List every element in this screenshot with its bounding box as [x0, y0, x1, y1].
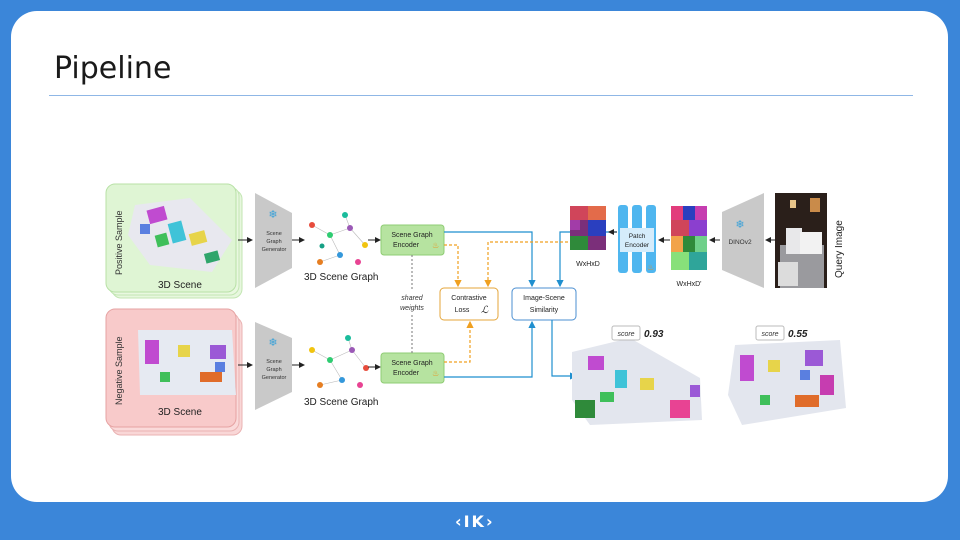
svg-text:Encoder: Encoder — [393, 370, 420, 377]
slide-title: Pipeline — [54, 51, 172, 86]
svg-text:♨: ♨ — [647, 263, 654, 272]
svg-text:Encoder: Encoder — [393, 242, 420, 249]
svg-text:Encoder: Encoder — [625, 242, 650, 249]
svg-text:Contrastive: Contrastive — [451, 295, 487, 302]
svg-text:score: score — [617, 331, 634, 338]
svg-text:Similarity: Similarity — [530, 307, 559, 314]
title-divider — [49, 95, 913, 96]
dinov2-block: ❄ DINOv2 — [722, 193, 764, 288]
positive-scene-render — [128, 198, 232, 272]
encoder-negative: Scene Graph Encoder ♨ — [380, 352, 445, 384]
svg-text:Loss: Loss — [455, 307, 470, 314]
positive-sample-label: Positive Sample — [114, 210, 124, 275]
generator-negative: ❄ Scene Graph Generator — [255, 322, 292, 410]
arrow-pos-encoder-loss — [444, 244, 462, 288]
shared-weights-bg — [392, 290, 432, 314]
svg-text:♨: ♨ — [432, 241, 439, 250]
shared-weights-label-2: weights — [400, 305, 424, 312]
output-scene-1 — [572, 338, 702, 425]
svg-text:Image-Scene: Image-Scene — [523, 295, 565, 302]
svg-text:❄: ❄ — [268, 209, 277, 221]
dims-label-1: WxHxD — [576, 261, 600, 268]
arrow-feature-loss — [484, 241, 568, 288]
encoder-positive: Scene Graph Encoder ♨ — [380, 224, 445, 256]
contrastive-loss-box: Contrastive Loss ℒ — [439, 287, 499, 321]
svg-text:Scene: Scene — [266, 231, 282, 237]
arrow-pos-encoder-similarity — [444, 231, 536, 288]
scene-graph-positive — [309, 212, 368, 265]
graph-label-negative: 3D Scene Graph — [304, 397, 379, 408]
svg-text:Scene Graph: Scene Graph — [391, 360, 432, 367]
query-image — [775, 193, 827, 288]
generator-positive: ❄ Scene Graph Generator — [255, 193, 292, 288]
svg-text:score: score — [761, 331, 778, 338]
positive-scene-label: 3D Scene — [158, 280, 202, 291]
negative-scene-render — [138, 330, 236, 395]
svg-text:0.93: 0.93 — [644, 329, 664, 340]
svg-text:ℒ: ℒ — [481, 305, 489, 316]
svg-text:Patch: Patch — [629, 233, 646, 240]
svg-text:Graph: Graph — [266, 367, 281, 373]
svg-text:Generator: Generator — [262, 375, 287, 381]
feature-map-wxhxd-prime — [671, 206, 707, 270]
footer-logo: ‹IK› — [455, 512, 495, 531]
dims-label-2: WxHxD' — [676, 281, 701, 288]
score-badge-2: score 0.55 — [755, 325, 808, 341]
svg-text:0.55: 0.55 — [788, 329, 808, 340]
patch-encoder: Patch Encoder ♨ — [618, 205, 656, 273]
svg-text:Scene: Scene — [266, 359, 282, 365]
query-image-label: Query Image — [834, 220, 845, 278]
shared-weights-label-1: shared — [401, 295, 424, 302]
arrow-neg-encoder-loss — [444, 320, 474, 363]
score-badge-1: score 0.93 — [611, 325, 664, 341]
svg-text:Scene Graph: Scene Graph — [391, 232, 432, 239]
output-scene-2 — [728, 340, 846, 425]
svg-text:❄: ❄ — [268, 337, 277, 349]
negative-scene-label: 3D Scene — [158, 407, 202, 418]
scene-graph-negative — [309, 335, 369, 388]
graph-label-positive: 3D Scene Graph — [304, 272, 379, 283]
similarity-box: Image-Scene Similarity — [511, 287, 577, 321]
arrow-similarity-output — [551, 320, 578, 380]
svg-text:Generator: Generator — [262, 247, 287, 253]
svg-text:DINOv2: DINOv2 — [728, 239, 752, 246]
feature-map-wxhxd — [570, 206, 606, 250]
negative-sample-label: Negative Sample — [114, 336, 124, 405]
svg-text:❄: ❄ — [735, 219, 744, 231]
svg-text:♨: ♨ — [432, 369, 439, 378]
arrow-neg-encoder-similarity — [444, 320, 536, 378]
svg-text:Graph: Graph — [266, 239, 281, 245]
